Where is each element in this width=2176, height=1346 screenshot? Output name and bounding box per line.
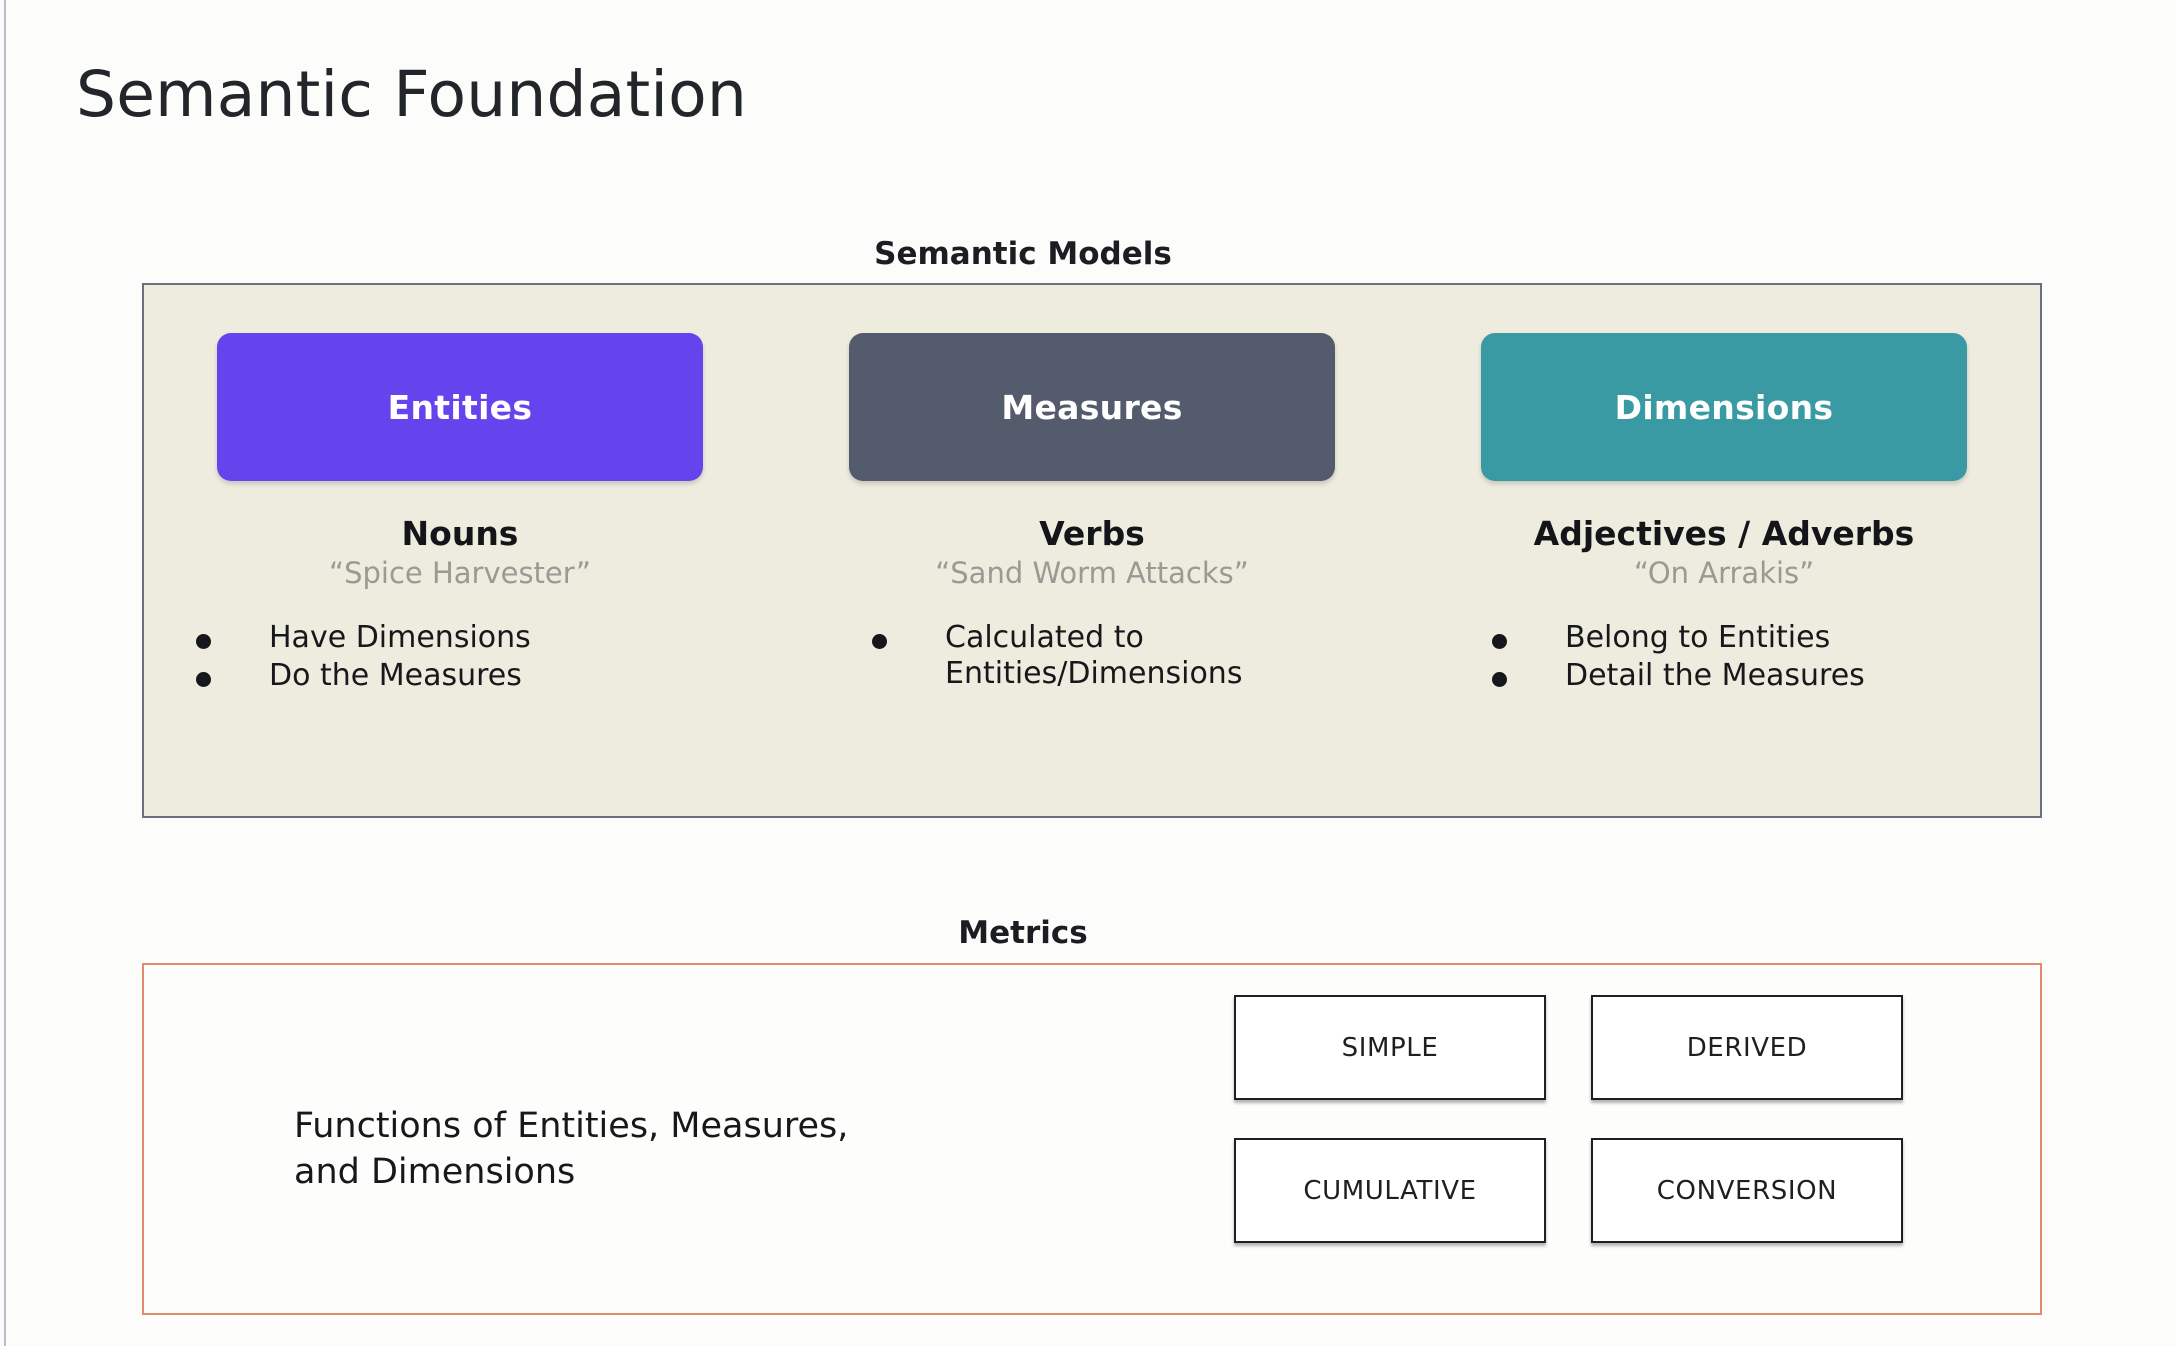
list-item: Calculated to Entities/Dimensions [872, 620, 1242, 693]
metric-box-derived[interactable]: DERIVED [1591, 995, 1903, 1100]
metrics-description: Functions of Entities, Measures, and Dim… [294, 1106, 849, 1193]
example-measures: “Sand Worm Attacks” [935, 555, 1249, 590]
example-dimensions: “On Arrakis” [1633, 555, 1815, 590]
bullet-text: Belong to Entities [1565, 619, 1831, 655]
list-item: Do the Measures [196, 658, 522, 695]
bullet-text: Do the Measures [269, 658, 522, 694]
list-item: Belong to Entities [1492, 620, 1830, 657]
bullet-dot-icon [1492, 633, 1507, 649]
part-of-speech-measures: Verbs [1039, 514, 1145, 553]
chip-dimensions[interactable]: Dimensions [1481, 333, 1967, 481]
bullet-list-dimensions: Belong to Entities Detail the Measures [1408, 620, 2040, 697]
part-of-speech-entities: Nouns [401, 514, 519, 553]
semantic-models-columns: Entities Nouns “Spice Harvester” Have Di… [144, 285, 2040, 816]
metrics-heading: Metrics [958, 915, 1088, 951]
left-edge-divider [4, 0, 6, 1346]
example-entities: “Spice Harvester” [329, 555, 591, 590]
bullet-text: Calculated to Entities/Dimensions [945, 619, 1243, 692]
bullet-dot-icon [872, 633, 887, 649]
chip-measures[interactable]: Measures [849, 333, 1335, 481]
bullet-text: Have Dimensions [269, 619, 531, 655]
page-title: Semantic Foundation [76, 58, 747, 131]
semantic-column-measures: Measures Verbs “Sand Worm Attacks” Calcu… [776, 285, 1408, 816]
semantic-column-entities: Entities Nouns “Spice Harvester” Have Di… [144, 285, 776, 816]
list-item: Detail the Measures [1492, 658, 1865, 695]
metric-box-cumulative[interactable]: CUMULATIVE [1234, 1138, 1546, 1243]
bullet-dot-icon [196, 633, 211, 649]
bullet-text: Detail the Measures [1565, 658, 1865, 694]
bullet-dot-icon [196, 672, 211, 688]
metric-box-simple[interactable]: SIMPLE [1234, 995, 1546, 1100]
semantic-models-panel: Entities Nouns “Spice Harvester” Have Di… [142, 283, 2042, 818]
metric-box-conversion[interactable]: CONVERSION [1591, 1138, 1903, 1243]
metrics-panel: Functions of Entities, Measures, and Dim… [142, 963, 2042, 1315]
semantic-column-dimensions: Dimensions Adjectives / Adverbs “On Arra… [1408, 285, 2040, 816]
part-of-speech-dimensions: Adjectives / Adverbs [1533, 514, 1915, 553]
metrics-type-grid: SIMPLE DERIVED CUMULATIVE CONVERSION [1234, 995, 1903, 1243]
bullet-list-entities: Have Dimensions Do the Measures [144, 620, 776, 697]
chip-entities[interactable]: Entities [217, 333, 703, 481]
bullet-dot-icon [1492, 672, 1507, 688]
bullet-list-measures: Calculated to Entities/Dimensions [776, 620, 1408, 695]
list-item: Have Dimensions [196, 620, 531, 657]
semantic-models-heading: Semantic Models [874, 236, 1172, 272]
